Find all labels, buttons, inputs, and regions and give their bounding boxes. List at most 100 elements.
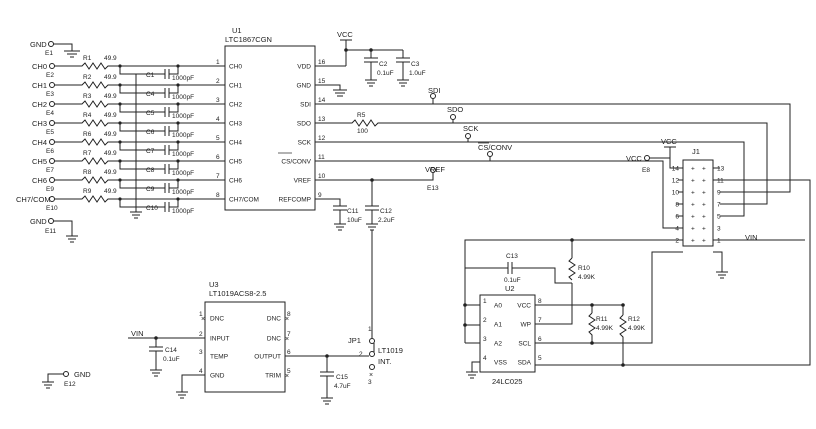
cap-ref: C7: [146, 148, 155, 155]
terminal-circle: [49, 196, 55, 202]
spi-lines: SDI R5 100 SDO SCK CS/CONV: [315, 86, 791, 229]
j1-pin-mark: +: [702, 166, 706, 173]
u2-pin-num: 5: [538, 355, 542, 362]
j1-pin-mark: +: [691, 214, 695, 221]
capacitor: [119, 123, 179, 136]
u1-pin-num: 6: [216, 154, 220, 161]
terminal-circle: [48, 41, 54, 47]
gnd-terminal-e1: GND E1: [30, 40, 80, 58]
u1-pin-name: CH3: [229, 121, 242, 128]
u3-pin-name: DNC: [267, 336, 281, 343]
cap-val: 1000pF: [172, 94, 194, 101]
c2-val: 0.1uF: [377, 70, 394, 77]
u2-body: [479, 294, 536, 373]
terminal-circle: [49, 63, 55, 69]
jp1-label: LT1019: [378, 346, 403, 355]
r11-val: 4.99K: [596, 325, 614, 332]
resistor: [54, 138, 225, 146]
u2-pin-num: 2: [483, 317, 487, 324]
u1-pin-num: 11: [318, 154, 325, 161]
u3-pin-num: 8: [287, 311, 291, 318]
vcc-e8-label: VCC: [626, 154, 642, 163]
u3-pin-num: 3: [199, 349, 203, 356]
vin-u3-label: VIN: [131, 329, 144, 338]
u3-pin-num: 1: [199, 311, 203, 318]
res-ref: R9: [83, 188, 92, 195]
u2-pin-name: A0: [494, 303, 502, 310]
terminal-circle: [49, 158, 55, 164]
resistor: [54, 100, 225, 108]
u1-pin-num: 5: [216, 135, 220, 142]
capacitor: [119, 142, 179, 155]
cap-val: 1000pF: [172, 113, 194, 120]
u1-body: [224, 45, 316, 211]
j1-pin-num: 1: [717, 238, 721, 245]
cap-val: 1000pF: [172, 75, 194, 82]
terminal-circle: [49, 101, 55, 107]
u1-pin-num: 8: [216, 192, 220, 199]
j1-pin-mark: +: [702, 226, 706, 233]
u1-pin-name: CH6: [229, 178, 242, 185]
gnd-e11-ref: E11: [45, 228, 56, 235]
res-val: 49.9: [104, 55, 117, 62]
u1-right-pins: VDD16GND15SDI14SDO13SCK12CS/CONV11VREF10…: [278, 59, 326, 204]
channel-label: CH3: [32, 119, 47, 128]
res-ref: R6: [83, 131, 92, 138]
gnd-e12-ref: E12: [64, 381, 76, 388]
resistor: [54, 176, 225, 184]
j1-pin-mark: +: [702, 214, 706, 221]
c12-val: 2.2uF: [378, 217, 395, 224]
terminal-circle: [49, 139, 55, 145]
c15-val: 4.7uF: [334, 383, 351, 390]
u1-pin-name: VREF: [294, 178, 311, 185]
cap-val: 1000pF: [172, 208, 194, 215]
u3-pin-name: DNC: [210, 316, 224, 323]
gnd-e11-label: GND: [30, 217, 47, 226]
u1-pin-num: 10: [318, 173, 326, 180]
j1-pin-mark: +: [691, 166, 695, 173]
u1-pin-num: 12: [318, 135, 326, 142]
j1-pin-num: 3: [717, 226, 721, 233]
j1-pin-mark: +: [702, 190, 706, 197]
u2-pin-num: 3: [483, 336, 487, 343]
c11-ref: C11: [347, 208, 359, 215]
vcc-e8-ref: E8: [642, 167, 650, 174]
jp1-pin1: 1: [368, 326, 372, 333]
capacitor: [119, 199, 179, 212]
j1-pin-num: 13: [717, 166, 725, 173]
u3-reference: U3 LT1019ACS8-2.5 DNC1INPUT2TEMP3GND4×××…: [128, 280, 365, 405]
j1-pin-mark: +: [691, 238, 695, 245]
resistor: [54, 195, 225, 203]
u2-pin-name: SCL: [518, 341, 531, 348]
c11-val: 10uF: [347, 217, 362, 224]
r10-body: [568, 257, 576, 281]
u1-pin-name: SCK: [298, 140, 312, 147]
c3-ref: C3: [411, 61, 420, 68]
res-val: 49.9: [104, 112, 117, 119]
u1-pin-name: CH2: [229, 102, 242, 109]
u1-pin-num: 9: [318, 192, 322, 199]
res-val: 49.9: [104, 93, 117, 100]
u1-pin-name: SDI: [300, 102, 311, 109]
ground-symbol: [53, 43, 80, 58]
j1-ref: J1: [692, 147, 700, 156]
channel-label: CH6: [32, 176, 47, 185]
terminal-circle: [49, 120, 55, 126]
j1-pin-num: 6: [675, 214, 679, 221]
r11-body: [588, 312, 596, 343]
gnd-label: GND: [30, 40, 47, 49]
u2-pin-name: A2: [494, 341, 502, 348]
res-val: 49.9: [104, 188, 117, 195]
svg-text:×: ×: [369, 372, 373, 379]
u3-pin-num: 6: [287, 349, 291, 356]
u3-pin-name: OUTPUT: [254, 354, 281, 361]
cap-val: 1000pF: [172, 170, 194, 177]
res-ref: R7: [83, 150, 92, 157]
